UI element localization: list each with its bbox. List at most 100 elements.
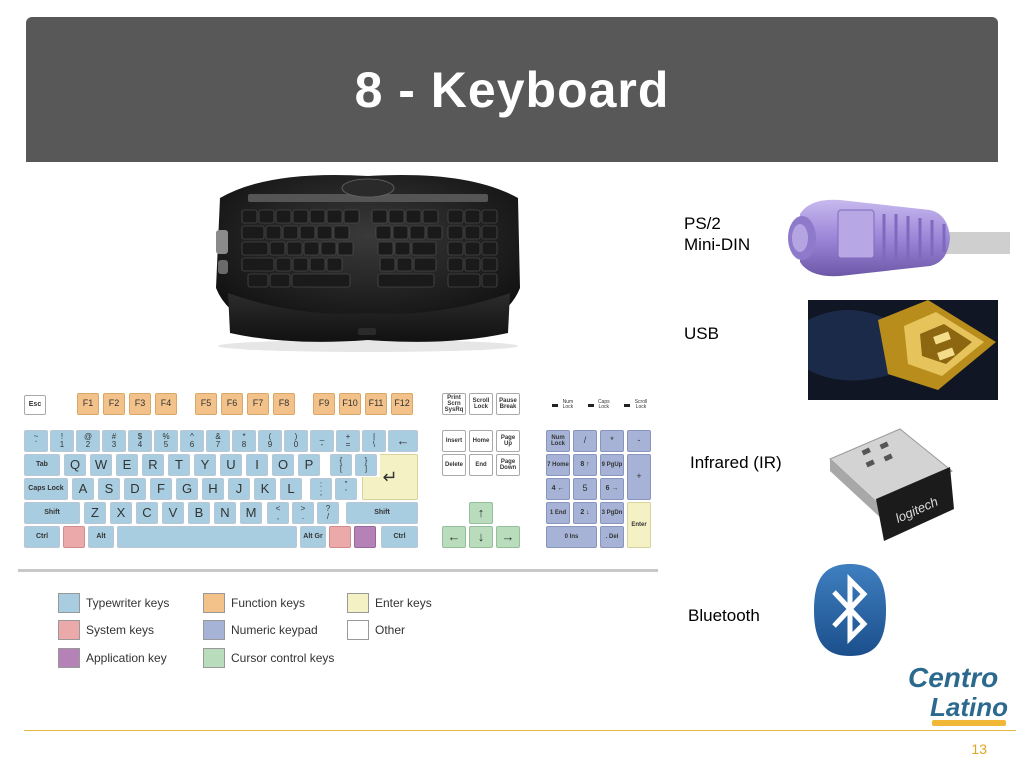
letter-key: M bbox=[240, 502, 262, 524]
letter-key: B bbox=[188, 502, 210, 524]
numpad-9-key: 9 PgUp bbox=[600, 454, 624, 476]
letter-key: O bbox=[272, 454, 294, 476]
letter-key: Q bbox=[64, 454, 86, 476]
slash-key: ?/ bbox=[317, 502, 339, 524]
f9-key: F9 bbox=[313, 393, 335, 415]
number-row-key: #3 bbox=[102, 430, 126, 452]
legend-item: Numeric keypad bbox=[203, 620, 318, 640]
quote-key: "' bbox=[335, 478, 357, 500]
number-row-key: ~` bbox=[24, 430, 48, 452]
home-key: Home bbox=[469, 430, 493, 452]
usb-connector-image bbox=[808, 300, 998, 400]
caps-lock-light: Caps Lock bbox=[588, 399, 612, 411]
usb-label: USB bbox=[684, 324, 719, 343]
numpad-minus-key: - bbox=[627, 430, 651, 452]
f10-key: F10 bbox=[339, 393, 361, 415]
letter-key: N bbox=[214, 502, 236, 524]
letter-key: S bbox=[98, 478, 120, 500]
legend-swatch-other bbox=[347, 620, 369, 640]
numpad-plus-key: + bbox=[627, 454, 651, 500]
numpad-divide-key: / bbox=[573, 430, 597, 452]
bluetooth-label: Bluetooth bbox=[688, 606, 760, 625]
arrow-right-key: → bbox=[496, 526, 520, 548]
letter-key: H bbox=[202, 478, 224, 500]
letter-key: J bbox=[228, 478, 250, 500]
legend-swatch-typewriter bbox=[58, 593, 80, 613]
right-shift-key: Shift bbox=[346, 502, 418, 524]
page-down-key: Page Down bbox=[496, 454, 520, 476]
f5-key: F5 bbox=[195, 393, 217, 415]
letter-key: L bbox=[280, 478, 302, 500]
letter-key: T bbox=[168, 454, 190, 476]
left-ctrl-key: Ctrl bbox=[24, 526, 60, 548]
legend-swatch-numeric bbox=[203, 620, 225, 640]
legend-item: Function keys bbox=[203, 593, 305, 613]
number-row-key: )0 bbox=[284, 430, 308, 452]
page-number: 13 bbox=[971, 741, 987, 757]
numpad-6-key: 6 → bbox=[600, 478, 624, 500]
numpad-0-key: 0 Ins bbox=[546, 526, 597, 548]
left-alt-key: Alt bbox=[88, 526, 114, 548]
f8-key: F8 bbox=[273, 393, 295, 415]
esc-key: Esc bbox=[24, 395, 46, 415]
backspace-key: ← bbox=[388, 430, 418, 452]
legend-item: Other bbox=[347, 620, 405, 640]
numpad-multiply-key: * bbox=[600, 430, 624, 452]
slide-title: 8 - Keyboard bbox=[354, 61, 670, 118]
left-shift-key: Shift bbox=[24, 502, 80, 524]
number-row-key: %5 bbox=[154, 430, 178, 452]
letter-key: X bbox=[110, 502, 132, 524]
number-row-key: |\ bbox=[362, 430, 386, 452]
scroll-lock-key: Scroll Lock bbox=[469, 393, 493, 415]
right-windows-key bbox=[329, 526, 351, 548]
insert-key: Insert bbox=[442, 430, 466, 452]
f3-key: F3 bbox=[129, 393, 151, 415]
f11-key: F11 bbox=[365, 393, 387, 415]
numpad-2-key: 2 ↓ bbox=[573, 502, 597, 524]
num-lock-light: Num Lock bbox=[552, 399, 576, 411]
numpad-8-key: 8 ↑ bbox=[573, 454, 597, 476]
left-windows-key bbox=[63, 526, 85, 548]
number-row-key: _- bbox=[310, 430, 334, 452]
pause-break-key: Pause Break bbox=[496, 393, 520, 415]
letter-key: E bbox=[116, 454, 138, 476]
arrow-left-key: ← bbox=[442, 526, 466, 548]
legend-item: Application key bbox=[58, 648, 167, 668]
legend-swatch-cursor bbox=[203, 648, 225, 668]
legend-item: Typewriter keys bbox=[58, 593, 169, 613]
letter-key: C bbox=[136, 502, 158, 524]
letter-key: D bbox=[124, 478, 146, 500]
f1-key: F1 bbox=[77, 393, 99, 415]
divider-line bbox=[18, 569, 658, 572]
number-row-key: !1 bbox=[50, 430, 74, 452]
scroll-lock-light: Scroll Lock bbox=[624, 399, 650, 411]
letter-key: G bbox=[176, 478, 198, 500]
number-row-key: @2 bbox=[76, 430, 100, 452]
number-row-key: += bbox=[336, 430, 360, 452]
letter-key: Y bbox=[194, 454, 216, 476]
letter-key: K bbox=[254, 478, 276, 500]
caps-lock-key: Caps Lock bbox=[24, 478, 68, 500]
number-row-key: *8 bbox=[232, 430, 256, 452]
numpad-3-key: 3 PgDn bbox=[600, 502, 624, 524]
infrared-label: Infrared (IR) bbox=[690, 453, 782, 472]
infrared-receiver-image: logitech bbox=[829, 428, 954, 541]
number-row-key: ^6 bbox=[180, 430, 204, 452]
arrow-up-key: ↑ bbox=[469, 502, 493, 524]
comma-key: <, bbox=[267, 502, 289, 524]
number-row-key: &7 bbox=[206, 430, 230, 452]
ps2-label: PS/2 Mini-DIN bbox=[684, 214, 751, 255]
letter-key: V bbox=[162, 502, 184, 524]
keyboard-photo bbox=[216, 174, 520, 352]
centro-latino-logo: Centro Latino bbox=[908, 662, 1020, 728]
bluetooth-icon bbox=[814, 564, 886, 656]
logo-tagline-bar bbox=[932, 720, 1006, 726]
f6-key: F6 bbox=[221, 393, 243, 415]
numpad-num-lock-key: Num Lock bbox=[546, 430, 570, 452]
letter-key: A bbox=[72, 478, 94, 500]
title-bar: 8 - Keyboard bbox=[26, 17, 998, 162]
legend-swatch-system bbox=[58, 620, 80, 640]
bracket-open-key: {[ bbox=[330, 454, 352, 476]
keyboard-layout-diagram: Esc F1 F2 F3 F4 F5 F6 F7 F8 F9 F10 F11 F… bbox=[18, 385, 660, 570]
legend-item: Cursor control keys bbox=[203, 648, 334, 668]
